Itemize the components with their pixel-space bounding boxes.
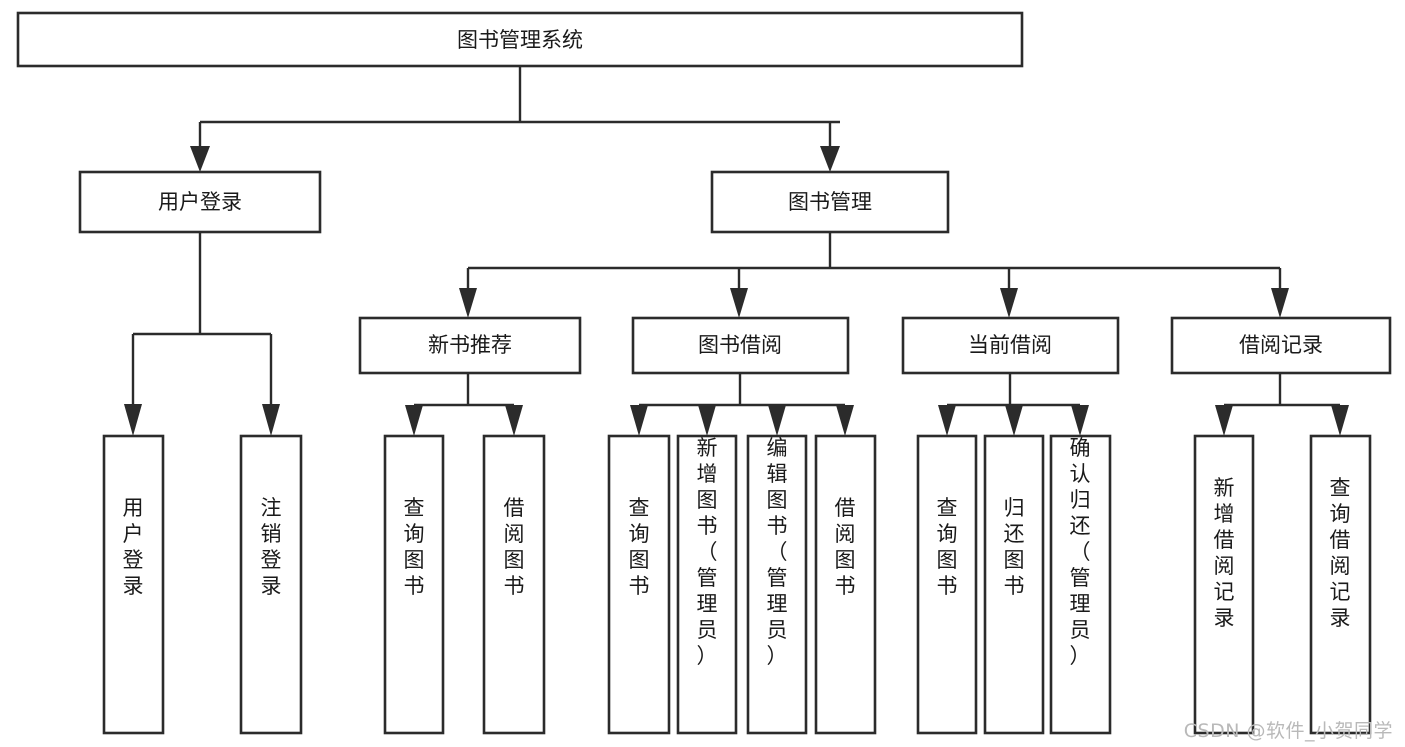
node-bookmgmt-label: 图书管理 [788,190,872,214]
node-leaf-12[interactable]: 新增借阅记录 [1193,434,1255,735]
node-leaf-4-label: 借阅图书 [504,496,525,598]
arrow-head-leaf-6 [698,405,716,436]
connector-group-root-to-level2 [190,66,840,172]
node-records-label: 借阅记录 [1239,333,1323,357]
connector-group-records-to-leaves [1215,373,1349,436]
arrow-head-leaf-4 [505,405,523,436]
node-records-box[interactable] [1170,316,1392,375]
node-leaf-13-label: 查询借阅记录 [1330,476,1351,630]
node-leaf-3[interactable]: 查询图书 [383,434,445,735]
node-current-box[interactable] [901,316,1120,375]
node-leaf-5-label: 查询图书 [629,496,650,598]
node-leaf-5[interactable]: 查询图书 [607,434,671,735]
node-root-box[interactable] [16,11,1024,68]
node-login[interactable]: 用户登录 [78,170,322,234]
arrow-head-borrow [730,288,748,318]
node-borrow[interactable]: 图书借阅 [631,316,850,375]
node-leaf-10-label: 归还图书 [1004,496,1025,598]
arrow-head-newbook [459,288,477,318]
node-leaf-12-label: 新增借阅记录 [1214,476,1235,630]
arrow-head-leaf-5 [630,405,648,436]
arrow-head-bookmgmt [820,146,840,172]
arrow-head-leaf-7 [768,405,786,436]
node-leaf-2-box[interactable] [239,434,303,735]
node-borrow-box[interactable] [631,316,850,375]
connector-group-bookmgmt-to-level3 [459,232,1289,318]
node-leaf-5-box[interactable] [607,434,671,735]
node-leaf-10-box[interactable] [983,434,1045,735]
connector-group-newbook-to-leaves [405,373,523,436]
node-leaf-9[interactable]: 查询图书 [916,434,978,735]
node-leaf-6-box[interactable] [676,434,738,735]
connector-group-current-to-leaves [938,373,1089,436]
node-leaf-2-label: 注销登录 [261,496,282,598]
node-leaf-6[interactable]: 新增图书（管理员） [676,434,738,735]
node-leaf-1-box[interactable] [102,434,165,735]
arrow-head-leaf-11 [1071,405,1089,436]
node-leaf-1[interactable]: 用户登录 [102,434,165,735]
node-bookmgmt[interactable]: 图书管理 [710,170,950,234]
node-leaf-11-box[interactable] [1049,434,1112,735]
node-bookmgmt-box[interactable] [710,170,950,234]
connector-group-borrow-to-leaves [630,373,854,436]
node-leaf-9-label: 查询图书 [937,496,958,598]
node-login-label: 用户登录 [158,190,242,214]
node-leaf-4-box[interactable] [482,434,546,735]
node-leaf-3-box[interactable] [383,434,445,735]
node-login-box[interactable] [78,170,322,234]
node-leaf-8[interactable]: 借阅图书 [814,434,877,735]
node-leaf-13[interactable]: 查询借阅记录 [1309,434,1372,735]
node-leaf-7[interactable]: 编辑图书（管理员） [746,434,808,735]
node-leaf-1-label: 用户登录 [123,496,144,598]
arrow-head-leaf-13 [1331,405,1349,436]
node-root-label: 图书管理系统 [457,28,583,52]
arrow-head-login [190,146,210,172]
node-leaf-6-label: 新增图书（管理员） [697,436,718,668]
node-borrow-label: 图书借阅 [698,333,782,357]
node-leaf-7-label: 编辑图书（管理员） [767,436,788,668]
node-current-label: 当前借阅 [968,333,1052,357]
node-leaf-8-label: 借阅图书 [835,496,856,598]
arrow-head-leaf-2 [262,404,280,436]
node-records[interactable]: 借阅记录 [1170,316,1392,375]
node-leaf-2[interactable]: 注销登录 [239,434,303,735]
node-leaf-12-box[interactable] [1193,434,1255,735]
node-newbook[interactable]: 新书推荐 [358,316,582,375]
arrow-head-leaf-10 [1005,405,1023,436]
arrow-head-current [1000,288,1018,318]
node-leaf-13-box[interactable] [1309,434,1372,735]
node-leaf-4[interactable]: 借阅图书 [482,434,546,735]
node-leaf-9-box[interactable] [916,434,978,735]
node-current[interactable]: 当前借阅 [901,316,1120,375]
node-leaf-11-label: 确认归还（管理员） [1070,436,1091,668]
connector-group-login-to-leaves [124,232,280,436]
node-leaf-11[interactable]: 确认归还（管理员） [1049,434,1112,735]
node-leaf-10[interactable]: 归还图书 [983,434,1045,735]
node-newbook-box[interactable] [358,316,582,375]
arrow-head-leaf-9 [938,405,956,436]
node-leaf-3-label: 查询图书 [404,496,425,598]
node-leaf-8-box[interactable] [814,434,877,735]
arrow-head-records [1271,288,1289,318]
node-root[interactable]: 图书管理系统 [16,11,1024,68]
node-newbook-label: 新书推荐 [428,333,512,357]
arrow-head-leaf-12 [1215,405,1233,436]
arrow-head-leaf-8 [836,405,854,436]
node-leaf-7-box[interactable] [746,434,808,735]
arrow-head-leaf-3 [405,405,423,436]
arrow-head-leaf-1 [124,404,142,436]
csdn-watermark: CSDN @软件_小贺同学 [1183,720,1393,742]
